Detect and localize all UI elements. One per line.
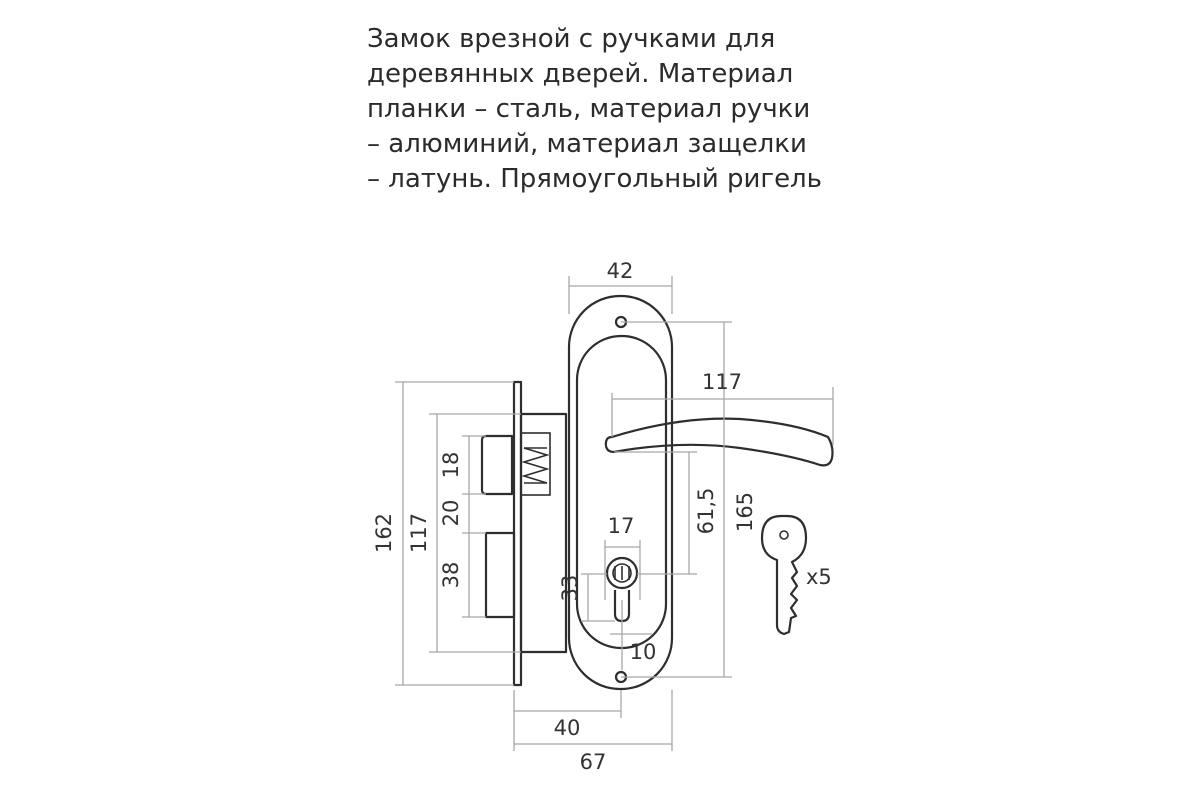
description-line-5: – латунь. Прямоугольный ригель bbox=[367, 164, 822, 194]
mortise-lock-body bbox=[480, 380, 568, 687]
description-line-1: Замок врезной с ручками для bbox=[367, 24, 776, 54]
key-icon bbox=[760, 514, 808, 636]
dim-cylinder-width: 17 bbox=[608, 514, 635, 538]
dim-latch-height: 18 bbox=[439, 452, 463, 479]
backplate-outer bbox=[567, 294, 674, 691]
dim-handle-length: 117 bbox=[702, 370, 742, 394]
dim-bolt-height: 38 bbox=[439, 562, 463, 589]
bolt bbox=[484, 531, 516, 619]
dim-cylinder-offset: 33 bbox=[558, 575, 582, 602]
cylinder-outer bbox=[605, 556, 639, 590]
dim-case-height: 117 bbox=[407, 513, 431, 553]
lock-case bbox=[519, 412, 568, 654]
key-quantity: x5 bbox=[806, 565, 832, 589]
product-description: Замок врезной с ручками для деревянных д… bbox=[367, 22, 887, 197]
description-line-3: планки – сталь, материал ручки bbox=[367, 94, 811, 124]
dimension-labels: 42 117 165 61,5 162 117 18 20 38 17 33 1… bbox=[372, 259, 832, 774]
dim-total-depth: 67 bbox=[580, 750, 607, 774]
handle-backplate bbox=[567, 294, 674, 691]
dim-handle-to-cylinder: 61,5 bbox=[694, 488, 718, 535]
dim-cylinder-to-screw: 10 bbox=[630, 640, 657, 664]
lever-handle bbox=[604, 417, 834, 467]
dimension-lines bbox=[395, 276, 834, 751]
description-line-4: – алюминий, материал защелки bbox=[367, 129, 807, 159]
dim-gap-height: 20 bbox=[439, 500, 463, 527]
latch bbox=[480, 432, 551, 496]
dim-plate-width: 42 bbox=[607, 259, 634, 283]
dim-backset: 40 bbox=[554, 716, 581, 740]
description-line-2: деревянных дверей. Материал bbox=[367, 59, 794, 89]
dim-plate-height: 165 bbox=[733, 492, 757, 532]
dim-faceplate-height: 162 bbox=[372, 513, 396, 553]
